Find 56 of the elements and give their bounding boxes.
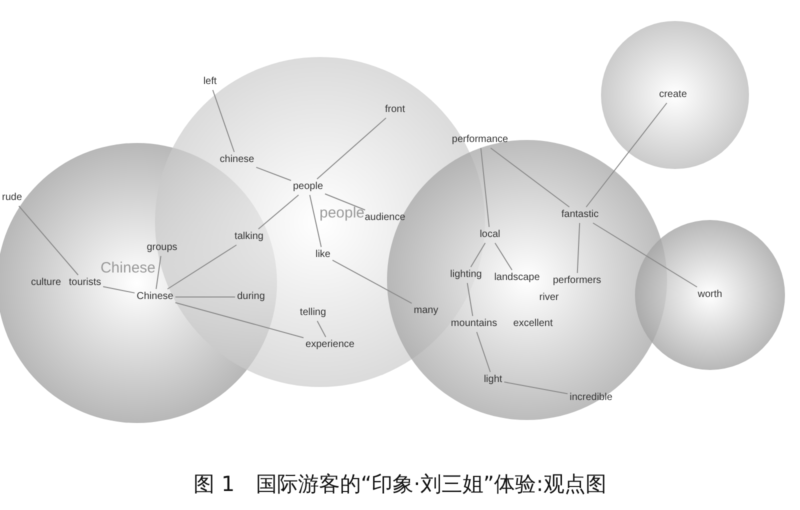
connector-line bbox=[174, 302, 304, 338]
concept-label: local bbox=[480, 229, 500, 241]
connector-line bbox=[316, 320, 326, 338]
concept-label: left bbox=[203, 76, 217, 88]
connector-line bbox=[316, 118, 386, 180]
concept-label: telling bbox=[300, 307, 326, 319]
concept-label: groups bbox=[146, 242, 178, 254]
connector-line bbox=[332, 260, 412, 304]
concept-label: front bbox=[385, 104, 405, 116]
connector-line bbox=[476, 332, 491, 372]
connector-line bbox=[576, 222, 580, 274]
theme-label: people bbox=[319, 204, 365, 222]
connector-line bbox=[494, 242, 512, 270]
connector-line bbox=[586, 102, 668, 208]
concept-label: incredible bbox=[570, 392, 612, 404]
concept-label: rude bbox=[2, 192, 22, 204]
connector-line bbox=[470, 242, 486, 268]
connector-line bbox=[480, 148, 490, 228]
connector-line bbox=[324, 193, 366, 210]
concept-label: performance bbox=[452, 134, 508, 146]
concept-label: culture bbox=[31, 277, 61, 289]
concept-label: fantastic bbox=[561, 209, 599, 221]
concept-label: talking bbox=[234, 231, 264, 243]
theme-label: Chinese bbox=[100, 260, 156, 276]
connector-line bbox=[212, 90, 235, 152]
concept-label: worth bbox=[698, 289, 722, 301]
concept-label: river bbox=[539, 292, 559, 304]
figure-caption: 图 1 国际游客的“印象·刘三姐”体验:观点图 bbox=[192, 471, 608, 498]
concept-label: lighting bbox=[450, 269, 482, 281]
concept-label: create bbox=[659, 89, 687, 101]
connector-line bbox=[156, 256, 162, 290]
connector-line bbox=[504, 382, 568, 394]
concept-label: many bbox=[414, 305, 438, 317]
concept-label: landscape bbox=[494, 272, 540, 284]
concept-label: people bbox=[292, 181, 324, 193]
connector-line bbox=[174, 296, 236, 298]
concept-label: experience bbox=[306, 339, 354, 351]
concept-label: light bbox=[484, 374, 502, 386]
connector-line bbox=[102, 286, 136, 294]
connector-line bbox=[256, 166, 292, 182]
concept-label: audience bbox=[364, 212, 406, 224]
concept-label: mountains bbox=[450, 318, 498, 330]
concept-label: chinese bbox=[220, 154, 254, 166]
concept-label: Chinese bbox=[136, 291, 174, 303]
connector-line bbox=[466, 282, 474, 316]
concept-label: excellent bbox=[513, 318, 553, 330]
connector-line bbox=[309, 194, 322, 248]
concept-label: performers bbox=[552, 275, 602, 287]
connector-line bbox=[18, 206, 79, 276]
connector-line bbox=[167, 244, 237, 290]
connector-line bbox=[592, 222, 698, 288]
concept-label: during bbox=[237, 291, 265, 303]
connector-line bbox=[258, 194, 300, 230]
connector-line bbox=[490, 148, 570, 208]
concept-label: tourists bbox=[68, 277, 102, 289]
concept-label: like bbox=[316, 249, 330, 261]
